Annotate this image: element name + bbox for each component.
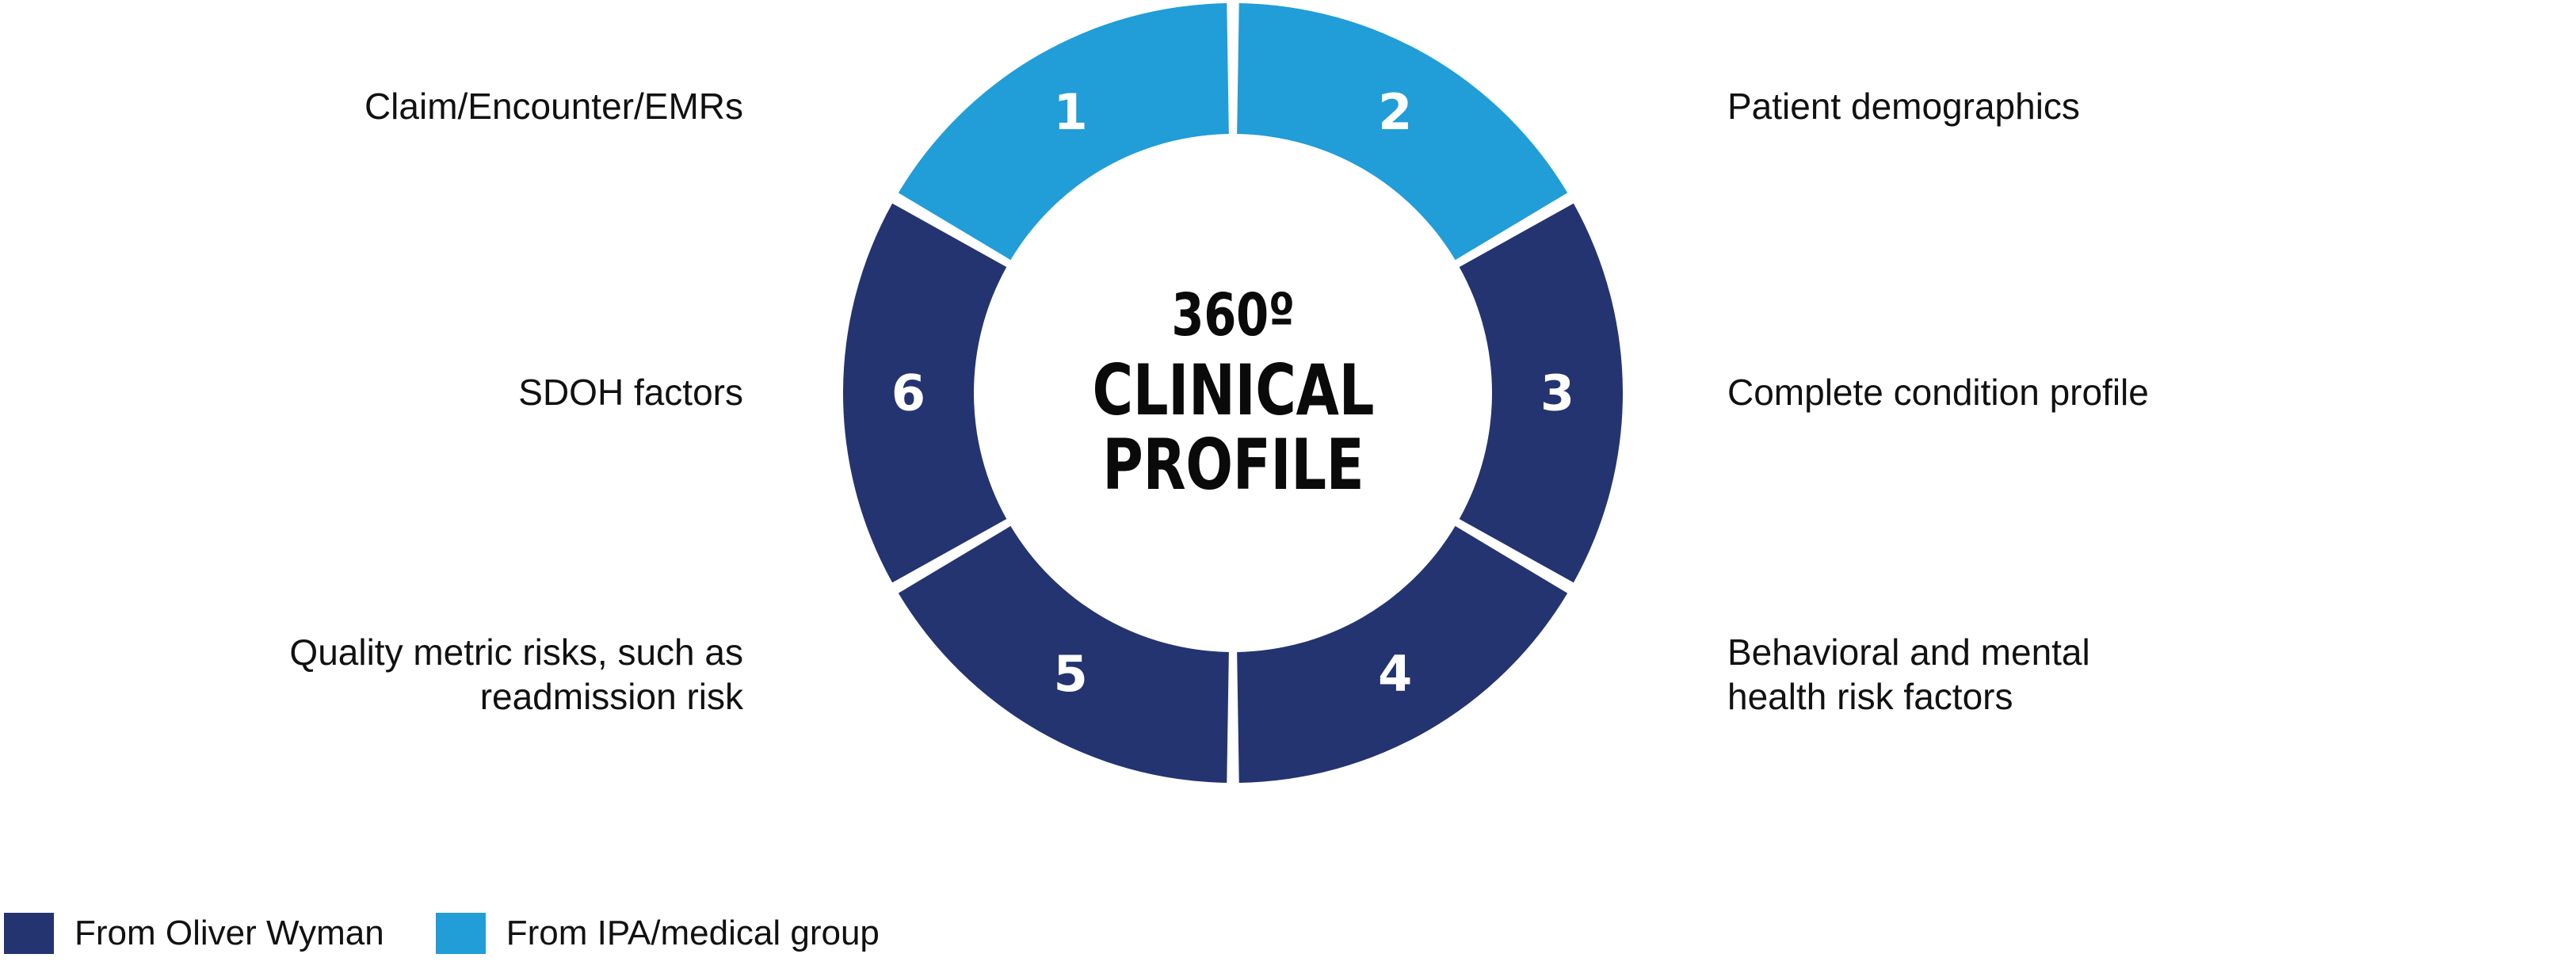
donut-segment-number-6: 6 [891,364,925,422]
donut-segment-number-3: 3 [1540,364,1574,422]
legend-swatch-navy-icon [4,913,54,954]
donut-segment-1[interactable] [898,3,1229,261]
donut-segment-number-5: 5 [1054,645,1088,703]
donut-segment-group [843,3,1623,783]
callout-label-3: Complete condition profile [1727,372,2149,413]
donut-segment-6[interactable] [843,203,1007,583]
legend-label-oliver-wyman: From Oliver Wyman [74,914,384,952]
legend-swatch-blue-icon [435,913,486,954]
legend-item-oliver-wyman: From Oliver Wyman [4,913,384,954]
callout-label-2: Patient demographics [1727,86,2080,127]
donut-segment-number-2: 2 [1378,83,1412,141]
callout-label-1: Claim/Encounter/EMRs [364,86,743,127]
legend: From Oliver Wyman From IPA/medical group [4,913,880,954]
donut-chart: 1 2 3 4 5 6 [843,3,1623,783]
donut-segment-number-4: 4 [1378,645,1412,703]
donut-segment-5[interactable] [898,525,1229,783]
callout-label-4: Behavioral and mental health risk factor… [1727,631,2090,718]
donut-svg: 1 2 3 4 5 6 [843,3,1623,783]
donut-segment-4[interactable] [1237,525,1568,783]
donut-segment-3[interactable] [1459,203,1623,583]
legend-item-ipa-medical-group: From IPA/medical group [435,913,880,954]
donut-segment-number-1: 1 [1054,83,1088,141]
donut-segment-2[interactable] [1237,3,1568,261]
callout-label-5: Quality metric risks, such as readmissio… [289,631,743,718]
donut-number-group: 1 2 3 4 5 6 [891,83,1574,703]
callout-label-6: SDOH factors [518,372,743,413]
legend-label-ipa-medical-group: From IPA/medical group [506,914,880,952]
